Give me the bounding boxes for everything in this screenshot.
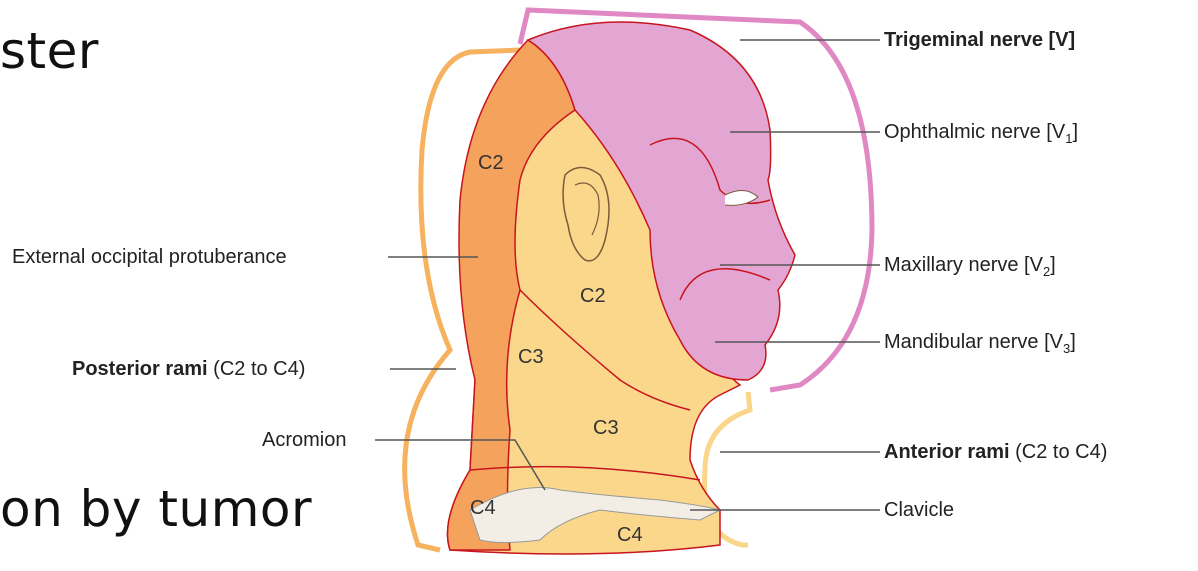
- segment-c4-right: C4: [617, 524, 643, 547]
- label-anterior-rami: Anterior rami (C2 to C4): [884, 440, 1107, 464]
- segment-c2-neck: C2: [580, 285, 606, 308]
- label-ophthalmic: Ophthalmic nerve [V1]: [884, 120, 1078, 151]
- segment-c2-back: C2: [478, 152, 504, 175]
- label-posterior-rami: Posterior rami (C2 to C4): [72, 357, 305, 381]
- segment-c3-back: C3: [518, 346, 544, 369]
- segment-c3-front: C3: [593, 417, 619, 440]
- label-clavicle: Clavicle: [884, 498, 954, 522]
- label-maxillary: Maxillary nerve [V2]: [884, 253, 1056, 284]
- label-external-occipital-protuberance: External occipital protuberance: [12, 245, 287, 269]
- label-trigeminal: Trigeminal nerve [V]: [884, 28, 1075, 52]
- label-mandibular: Mandibular nerve [V3]: [884, 330, 1076, 361]
- label-acromion: Acromion: [262, 428, 346, 452]
- segment-c4-left: C4: [470, 497, 496, 520]
